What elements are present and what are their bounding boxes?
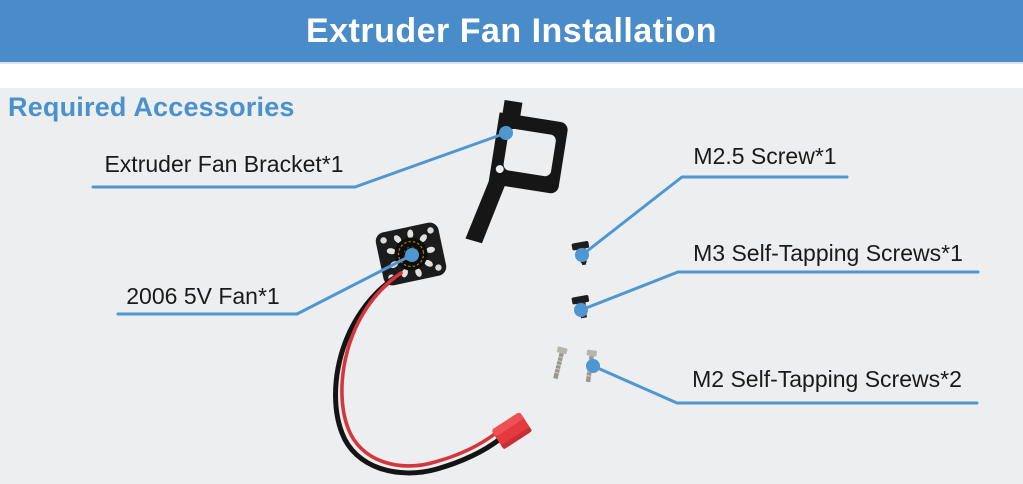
m2-screws-label: M2 Self-Tapping Screws*2	[692, 366, 962, 392]
fan-bracket-image	[465, 99, 568, 244]
callout-line-m3	[579, 270, 980, 312]
callout-dot-m25	[575, 248, 589, 262]
m2-screws-image	[553, 346, 598, 383]
callout-line-fan	[116, 253, 414, 316]
bracket-label: Extruder Fan Bracket*1	[104, 151, 344, 177]
section-heading: Required Accessories	[8, 92, 295, 122]
fan-wire-image	[333, 271, 503, 476]
callout-dot-m2	[586, 359, 600, 373]
m3-screw-label: M3 Self-Tapping Screws*1	[693, 240, 963, 266]
callout-line-m25	[580, 175, 849, 257]
bracket-hole	[495, 165, 504, 174]
m25-screw-label: M2.5 Screw*1	[693, 143, 837, 169]
callout-dot-bracket	[499, 126, 513, 140]
callout-line-bracket	[91, 131, 508, 189]
wire-connector-image	[492, 412, 532, 449]
callout-dot-m3	[574, 303, 588, 317]
title-bar: Extruder Fan Installation	[0, 0, 1023, 64]
fan-label: 2006 5V Fan*1	[126, 283, 280, 309]
callout-dot-fan	[405, 248, 419, 262]
callout-line-m2	[591, 364, 979, 405]
page-title: Extruder Fan Installation	[305, 11, 718, 50]
